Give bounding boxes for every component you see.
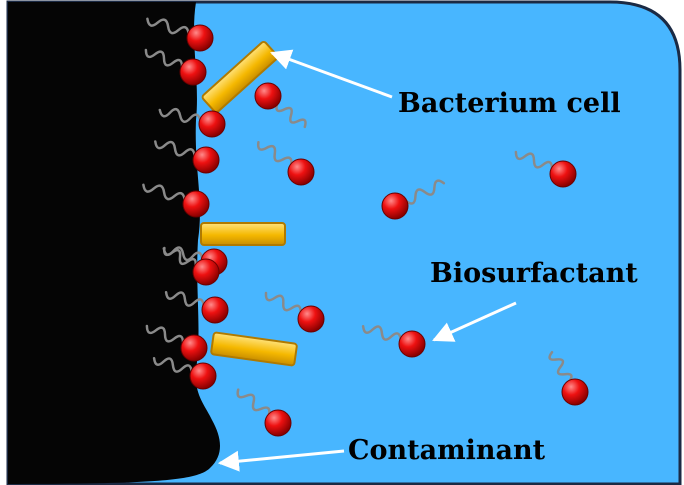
biosurfactant-tail	[361, 324, 402, 342]
bacterium-cell-label: Bacterium cell	[398, 88, 621, 119]
contaminant-arrow	[217, 449, 345, 472]
biosurfactant-head	[186, 24, 214, 52]
biosurfactant-tail	[152, 356, 193, 374]
biosurfactant-head	[192, 258, 220, 286]
biosurfactant-head	[254, 82, 282, 110]
biosurfactant-tail	[236, 388, 271, 417]
biosurfactant-arrow	[432, 301, 517, 342]
biosurfactant-tail	[404, 179, 446, 205]
bacterium-arrow	[270, 49, 393, 99]
bacterium-cells	[200, 40, 298, 367]
biosurfactant-head	[182, 190, 210, 218]
bacterium-cell	[201, 40, 279, 114]
biosurfactant-tail	[146, 17, 190, 36]
biosurfactant-tail	[142, 183, 186, 202]
contaminant-mass	[8, 2, 220, 484]
biosurfactant-tail	[548, 350, 573, 383]
biosurfactant-head	[179, 58, 207, 86]
biosurfactant-label: Biosurfactant	[430, 258, 638, 289]
biosurfactant-head	[549, 160, 577, 188]
biosurfactant-tail	[264, 291, 302, 315]
bacterium-cell	[210, 331, 298, 367]
biosurfactant-tail	[163, 246, 197, 268]
biosurfactant-tail	[275, 102, 307, 129]
biosurfactant-heads	[179, 24, 589, 437]
biosurfactant-tails	[142, 17, 573, 417]
biosurfactant-head	[201, 296, 229, 324]
biosurfactant-tail	[145, 324, 185, 345]
biosurfactant-head	[381, 192, 409, 220]
biosurfactant-head	[192, 146, 220, 174]
biosurfactant-tail	[256, 140, 293, 167]
biosurfactant-tail	[154, 140, 196, 158]
bacterium-cell	[200, 222, 286, 246]
biosurfactant-head	[264, 409, 292, 437]
biosurfactant-head	[398, 330, 426, 358]
biosurfactant-head	[287, 158, 315, 186]
biosurfactant-head	[198, 110, 226, 138]
arrows	[217, 49, 517, 472]
contaminant-label: Contaminant	[348, 435, 546, 466]
biosurfactant-head	[180, 334, 208, 362]
biosurfactant-head	[297, 305, 325, 333]
biosurfactant-head	[561, 378, 589, 406]
biosurfactant-tail	[144, 48, 184, 69]
biosurfactant-tail	[164, 290, 205, 308]
biosurfactant-tail	[158, 107, 202, 123]
biosurfactant-head	[189, 362, 217, 390]
biosurfactant-tail	[514, 150, 554, 171]
